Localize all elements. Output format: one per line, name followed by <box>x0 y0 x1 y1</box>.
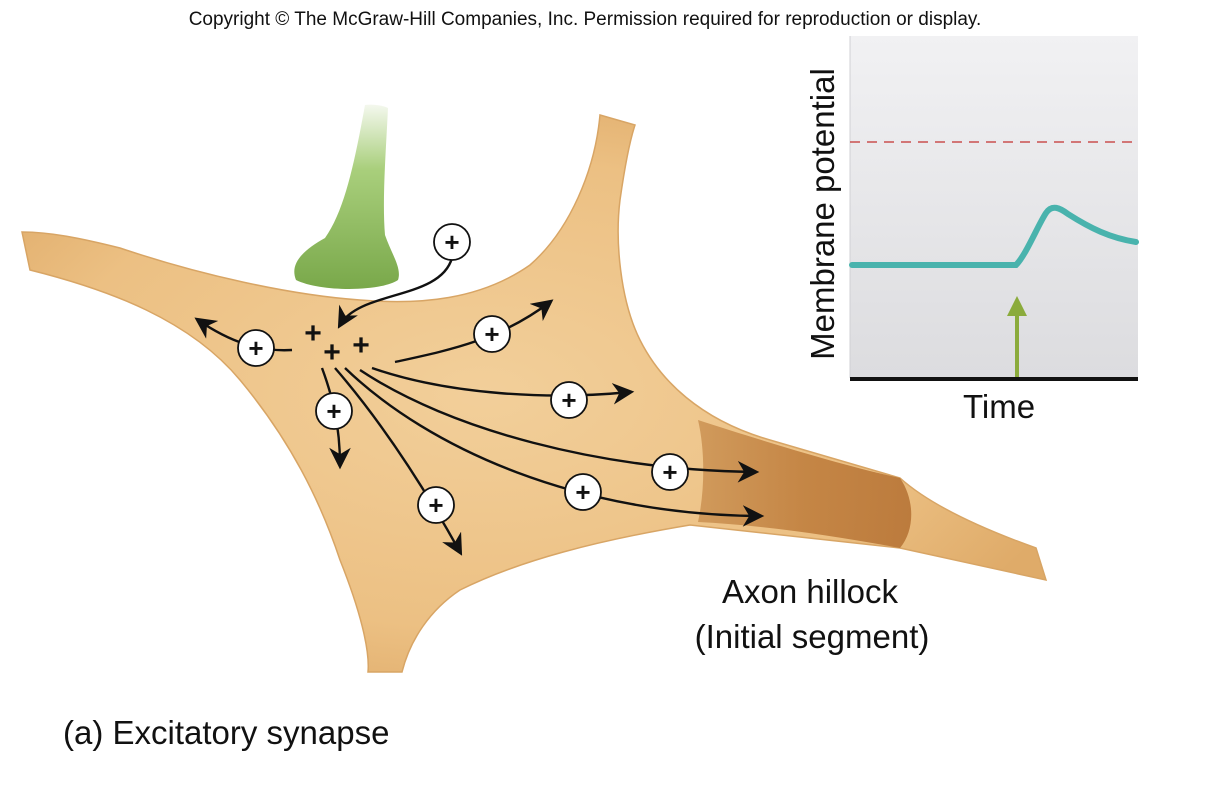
cation-entry-arrow <box>337 257 454 329</box>
svg-text:+: + <box>561 385 576 415</box>
current-arrow-to-hillock-lower <box>344 367 765 527</box>
current-arrow-right-mid <box>371 366 635 405</box>
initial-segment-label: (Initial segment) <box>695 618 930 655</box>
graph-background <box>850 36 1138 378</box>
cation-sign: + <box>323 336 341 369</box>
cation-circle: + <box>417 486 455 524</box>
svg-text:+: + <box>484 319 499 349</box>
svg-text:+: + <box>326 396 341 426</box>
cation-circle: + <box>237 329 275 367</box>
svg-text:+: + <box>248 333 263 363</box>
presynaptic-terminal <box>294 104 399 289</box>
synaptic-cations: + + + <box>304 317 370 369</box>
current-arrow-down-long <box>334 367 463 556</box>
membrane-potential-graph: Membrane potential Time <box>804 36 1139 425</box>
cation-circle: + <box>433 223 471 261</box>
cation-circle: + <box>564 473 602 511</box>
svg-text:+: + <box>444 227 459 257</box>
cation-circles: + + + + + + + + <box>237 223 689 524</box>
cation-circle: + <box>651 453 689 491</box>
cation-circle: + <box>315 392 353 430</box>
cation-sign: + <box>304 317 322 350</box>
current-flow-arrows <box>194 257 765 556</box>
graph-x-label: Time <box>963 388 1035 425</box>
svg-text:+: + <box>575 477 590 507</box>
current-arrow-to-hillock-upper <box>359 369 760 483</box>
membrane-potential-trace <box>849 204 1139 268</box>
current-arrow-upper-right <box>394 299 554 364</box>
svg-text:+: + <box>428 490 443 520</box>
figure-caption: (a) Excitatory synapse <box>63 714 389 751</box>
axon-hillock-label: Axon hillock <box>722 573 899 610</box>
cation-circle: + <box>473 315 511 353</box>
cation-sign: + <box>352 329 370 362</box>
svg-text:+: + <box>662 457 677 487</box>
copyright-notice: Copyright © The McGraw-Hill Companies, I… <box>189 9 982 30</box>
graph-y-label: Membrane potential <box>804 68 841 360</box>
neuron-soma <box>21 114 1048 673</box>
cation-circle: + <box>550 381 588 419</box>
